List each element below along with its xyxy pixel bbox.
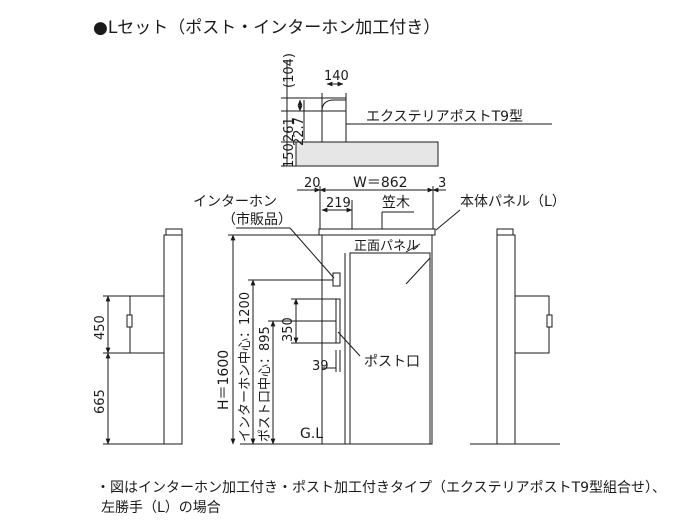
dim-261: 261 [282,117,297,142]
label-front-panel: 正面パネル [354,239,419,254]
dim-post-center: ポスト口中心：895 [258,326,273,442]
label-post-slot: ポスト口 [364,354,420,370]
dim-height: H＝1600 [216,350,232,410]
dim-22-7: 22.7 [292,117,307,146]
post-lid-curve [321,99,346,112]
label-ground-line: G.L [300,426,323,442]
left-panel-side [163,234,183,445]
dim-219: 219 [326,196,351,211]
left-side-view [103,228,183,445]
label-body-panel: 本体パネル（L） [460,194,566,210]
wall-plan [295,141,439,167]
dim-665: 665 [93,389,108,414]
footnote-line-2: 左勝手（L）の場合 [101,500,221,516]
dim-width: W＝862 [353,175,408,191]
label-intercom-commercial: （市販品） [222,211,292,228]
dim-intercom-center: インターホン中心：1200 [238,292,253,442]
dim-104: (104) [282,53,297,88]
footnote-line-1: ・図はインターホン加工付き・ポスト加工付きタイプ（エクステリアポストT9型組合せ… [96,480,667,496]
dim-3: 3 [438,176,446,191]
kasagi-cap [318,228,436,236]
dim-150: 150 [282,143,297,168]
top-view [281,60,552,167]
dim-39: 39 [312,359,329,374]
front-panel [349,252,431,445]
diagram-title: ●Lセット（ポスト・インターホン加工付き） [93,18,440,38]
dim-450: 450 [93,315,108,340]
dim-140: 140 [324,69,349,84]
label-exterior-post: エクステリアポストT9型 [366,109,523,125]
dim-350: 350 [281,317,296,342]
right-post-side [514,295,550,354]
left-post-side [129,295,165,354]
label-kasagi: 笠木 [382,195,410,211]
post-body-plan [321,110,347,143]
dim-20: 20 [304,176,321,191]
intercom-unit [332,272,341,287]
label-intercom: インターホン [193,194,277,210]
right-side-view [470,228,560,445]
post-slot [335,298,341,344]
front-view [228,186,461,445]
right-panel-side [496,234,516,445]
